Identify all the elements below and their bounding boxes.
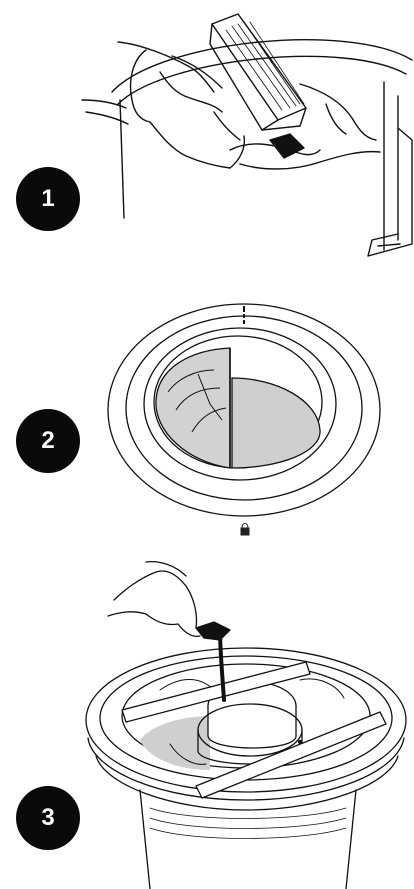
step2-basin-right: [232, 378, 320, 468]
step1-cartridge: [210, 14, 306, 130]
step3-hand: [108, 562, 230, 640]
step-2-badge: 2: [16, 409, 80, 473]
step3-illustration: [86, 562, 406, 889]
step1-cylinder: [112, 40, 412, 256]
step-3-number: 3: [41, 806, 54, 830]
step-1-number: 1: [41, 187, 54, 211]
small-lock-icon: [241, 524, 249, 536]
step-1-badge: 1: [16, 167, 80, 231]
step-2-number: 2: [41, 429, 54, 453]
step1-illustration: [82, 14, 412, 256]
step2-illustration: [108, 304, 380, 516]
step-3-badge: 3: [16, 786, 80, 850]
